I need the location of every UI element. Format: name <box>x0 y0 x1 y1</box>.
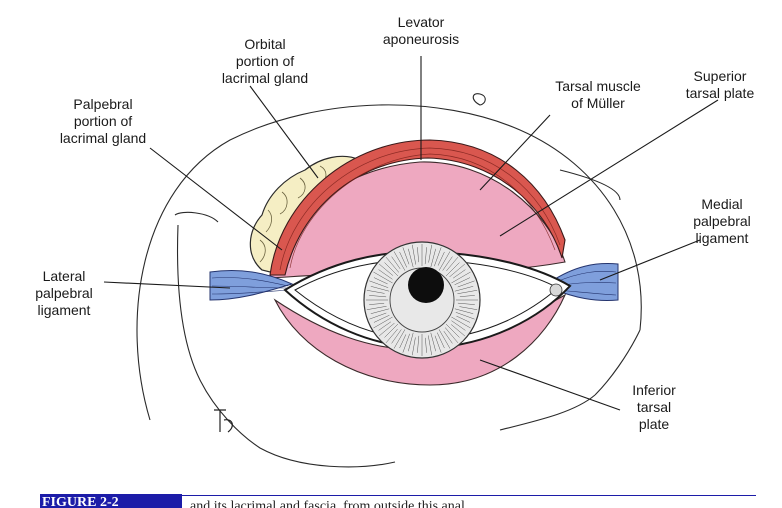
iris-ray <box>384 262 399 277</box>
iris-ray <box>430 248 436 268</box>
iris-ray <box>366 306 387 310</box>
iris-ray <box>393 329 406 349</box>
label-orbital-lacrimal-gland: Orbital portion of lacrimal gland <box>221 36 309 86</box>
iris-ray <box>393 251 406 271</box>
orbit-outline <box>136 93 642 468</box>
iris-ray <box>459 306 478 310</box>
iris-ray <box>428 244 432 263</box>
iris-ray <box>384 323 399 338</box>
iris-ray <box>369 280 389 288</box>
iris-ray <box>438 251 451 271</box>
iris-ray <box>452 269 466 279</box>
label-palpebral-lacrimal-gland: Palpebral portion of lacrimal gland <box>59 96 147 146</box>
iris-ray <box>385 256 400 273</box>
iris-ray <box>437 251 445 266</box>
iris-texture <box>366 244 478 356</box>
iris-ray <box>436 332 445 349</box>
iris-ray <box>425 337 427 353</box>
iris-ray <box>378 322 395 337</box>
iris-ray <box>370 286 390 292</box>
artist-signature <box>214 409 233 433</box>
figure-caption-text: and its lacrimal and fascia, from outsid… <box>190 499 465 508</box>
iris-ray <box>399 251 408 268</box>
iris-ray <box>378 263 394 276</box>
iris-ray <box>446 256 459 272</box>
iris-ray <box>412 337 416 356</box>
iris-ray <box>369 312 387 320</box>
caruncle <box>549 283 563 297</box>
iris-ray <box>369 295 387 298</box>
iris-ray <box>451 271 471 284</box>
iris-ray <box>454 286 474 292</box>
iris-ray <box>391 329 402 344</box>
pupil <box>408 267 444 303</box>
figure-number: FIGURE 2-2 <box>40 494 182 508</box>
iris-ray <box>430 332 436 352</box>
iris-ray <box>378 269 393 280</box>
iris-ray <box>373 316 393 329</box>
iris-ray <box>408 248 414 268</box>
iris-ray <box>457 302 475 305</box>
iris-ray <box>434 335 442 353</box>
iris-ray <box>455 312 475 320</box>
iris-ray <box>457 280 475 288</box>
iris-ray <box>402 333 410 353</box>
lateral-ligament-fibers <box>211 277 289 295</box>
iris-ray <box>445 323 460 338</box>
lateral-palpebral-ligament <box>209 270 294 301</box>
iris-ray <box>454 308 474 314</box>
iris-ray <box>457 290 478 294</box>
iris-ray <box>454 277 471 286</box>
label-inferior-tarsal-plate: Inferior tarsal plate <box>632 382 676 432</box>
muscle-fiber-lines <box>279 147 561 271</box>
label-levator-aponeurosis: Levator aponeurosis <box>382 14 460 47</box>
iris-ray <box>412 244 416 265</box>
iris-ray <box>456 315 471 323</box>
iris-ray <box>366 290 385 294</box>
label-tarsal-muscle-muller: Tarsal muscle of Müller <box>555 78 641 111</box>
iris-ray <box>402 247 410 265</box>
leader-lines <box>103 56 719 411</box>
iris-ray <box>459 295 475 297</box>
iris-ray <box>442 256 453 271</box>
iris-ray <box>443 330 453 344</box>
iris-ray <box>385 328 398 344</box>
iris-ray <box>378 321 392 331</box>
iris-ray <box>373 271 393 284</box>
iris-ray <box>424 247 427 265</box>
iris-ray <box>434 247 442 267</box>
iris-ray <box>408 332 414 352</box>
iris-ray <box>428 335 432 356</box>
iris-ray <box>373 277 388 285</box>
figure-caption-bar: FIGURE 2-2 and its lacrimal and fascia, … <box>40 490 756 508</box>
caption-rule <box>180 495 756 496</box>
iris-ray <box>417 247 419 263</box>
inferior-tarsal-plate <box>273 293 567 386</box>
label-lateral-palpebral-ligament: Lateral palpebral ligament <box>35 268 93 318</box>
label-superior-tarsal-plate: Superior tarsal plate <box>685 68 755 101</box>
iris-ray <box>444 327 459 344</box>
iris-ray <box>370 308 390 314</box>
iris-ray <box>450 324 466 337</box>
iris-ray <box>445 262 460 277</box>
label-medial-palpebral-ligament: Medial palpebral ligament <box>693 196 751 246</box>
iris-ray <box>391 256 401 270</box>
iris-ray <box>369 303 385 305</box>
iris-ray <box>399 334 407 349</box>
iris-ray <box>417 335 420 353</box>
iris-ray <box>449 263 466 278</box>
iris-ray <box>438 329 451 349</box>
iris-ray <box>451 316 471 329</box>
iris-ray <box>373 314 390 323</box>
iris-ray <box>451 320 466 331</box>
